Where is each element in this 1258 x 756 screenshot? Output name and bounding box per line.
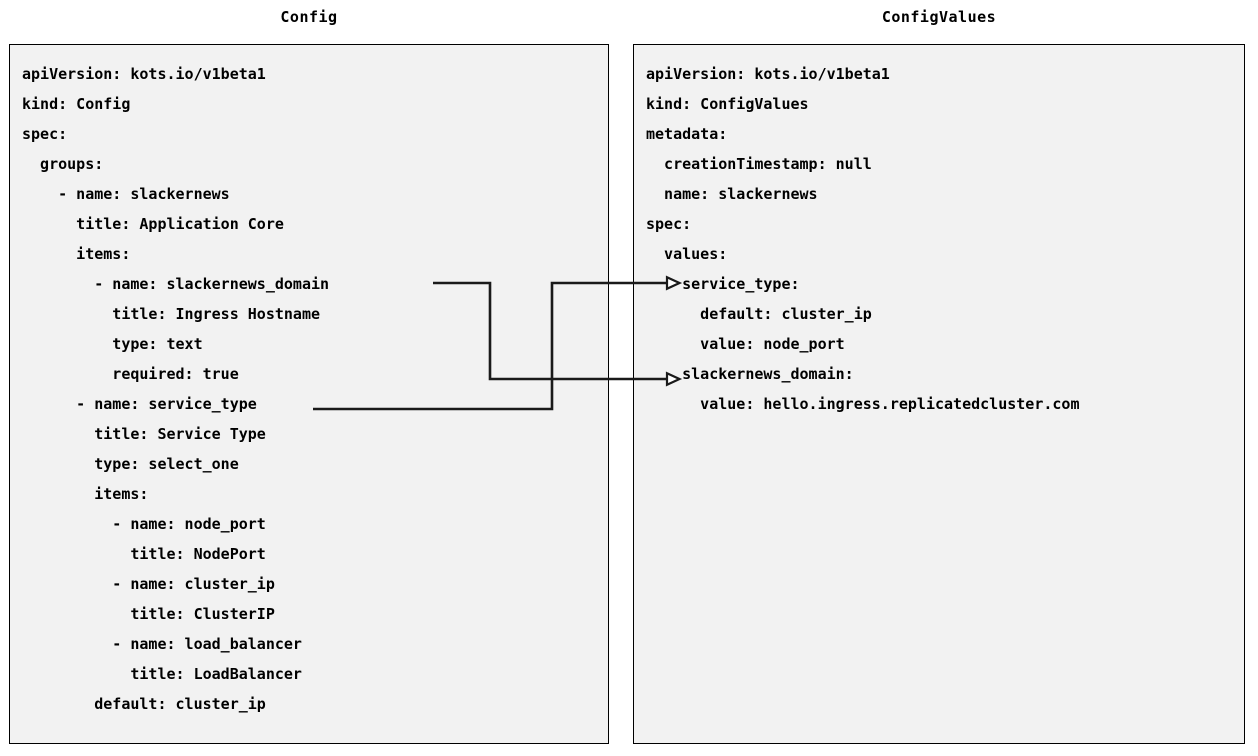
code-line: name: slackernews [646,185,818,203]
code-line: title: Application Core [22,215,284,233]
code-line: spec: [22,125,68,143]
config-values-yaml-panel: apiVersion: kots.io/v1beta1 kind: Config… [633,44,1245,744]
code-line: apiVersion: kots.io/v1beta1 [646,65,890,83]
code-line: title: Ingress Hostname [22,305,321,323]
code-line: metadata: [646,125,728,143]
code-line: - name: load_balancer [22,635,302,653]
code-line: groups: [22,155,104,173]
code-line: kind: Config [22,95,131,113]
code-line: title: LoadBalancer [22,665,302,683]
code-line-service-type: - name: service_type [22,395,257,413]
code-line-slackernews-domain: - name: slackernews_domain [22,275,330,293]
code-line: title: ClusterIP [22,605,275,623]
code-line: value: node_port [646,335,845,353]
code-line: creationTimestamp: null [646,155,872,173]
code-line-values-service-type: service_type: [646,275,800,293]
code-line: default: cluster_ip [22,695,266,713]
code-line: title: NodePort [22,545,266,563]
code-line: spec: [646,215,692,233]
code-line: - name: cluster_ip [22,575,275,593]
code-line: default: cluster_ip [646,305,872,323]
code-line: type: select_one [22,455,239,473]
code-line: type: text [22,335,203,353]
code-line: - name: slackernews [22,185,230,203]
code-line: values: [646,245,728,263]
code-line: - name: node_port [22,515,266,533]
config-values-panel-title: ConfigValues [881,8,997,26]
code-line: kind: ConfigValues [646,95,809,113]
code-line: items: [22,245,131,263]
code-line: apiVersion: kots.io/v1beta1 [22,65,266,83]
code-line: value: hello.ingress.replicatedcluster.c… [646,395,1080,413]
code-line: title: Service Type [22,425,266,443]
config-yaml-panel: apiVersion: kots.io/v1beta1 kind: Config… [9,44,609,744]
code-line-values-slackernews-domain: slackernews_domain: [646,365,854,383]
code-line: items: [22,485,149,503]
config-panel-title: Config [280,8,338,26]
code-line: required: true [22,365,239,383]
